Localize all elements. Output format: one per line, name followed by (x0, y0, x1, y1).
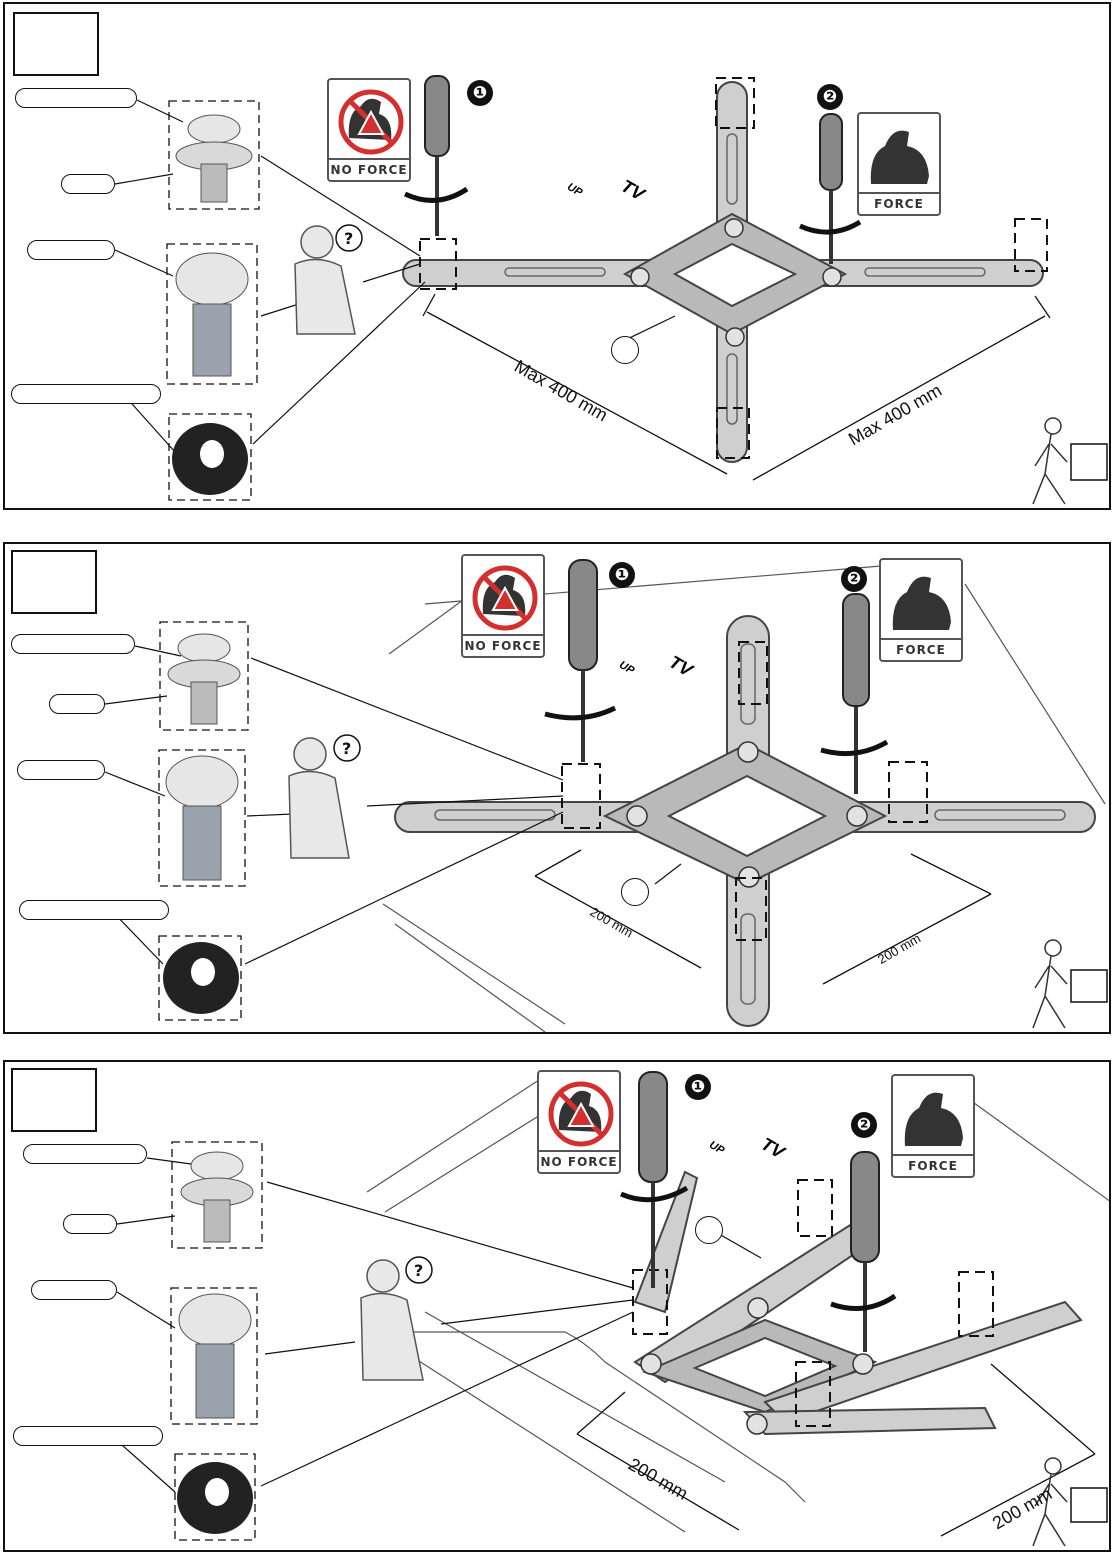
force-sign: FORCE (857, 112, 941, 216)
part-label-spacer (19, 900, 169, 920)
thinking-man-icon: ? (288, 734, 361, 859)
part-label-screw (17, 760, 105, 780)
part-label-screw (27, 240, 115, 260)
svg-text:?: ? (344, 229, 353, 248)
part-label-screw-washer (11, 634, 135, 654)
step-marker-1: ❶ (609, 562, 635, 588)
force-icon (892, 576, 951, 630)
bracket-callout (695, 1216, 723, 1244)
screw-icon (178, 1293, 252, 1419)
force-icon (904, 1092, 963, 1146)
panel-step-1: ? NO FORCE FORCE ❶ ❷ UP TV Max 400 mm Ma… (3, 2, 1111, 510)
screwdriver-icon (798, 113, 862, 264)
svg-text:?: ? (342, 739, 351, 758)
part-label-washer (63, 1214, 117, 1234)
no-force-sign: NO FORCE (461, 554, 545, 658)
wall-bracket (394, 615, 1096, 1027)
no-force-icon (338, 89, 404, 155)
step-marker-1: ❶ (467, 80, 493, 106)
no-force-icon (472, 565, 538, 631)
force-sign: FORCE (891, 1074, 975, 1178)
svg-text:?: ? (414, 1261, 423, 1280)
force-label: FORCE (893, 1154, 973, 1176)
part-label-spacer (13, 1426, 163, 1446)
force-label: FORCE (881, 638, 961, 660)
spacer-icon (163, 942, 239, 1014)
force-sign: FORCE (879, 558, 963, 662)
walking-man-icon (1032, 939, 1108, 1029)
step-number-box (11, 550, 97, 614)
step-marker-2: ❷ (851, 1112, 877, 1138)
screw-with-washer-icon (175, 114, 253, 203)
screwdriver-icon (544, 559, 617, 762)
part-label-spacer (11, 384, 161, 404)
bracket-callout (621, 878, 649, 906)
step-number-box (13, 12, 99, 76)
no-force-label: NO FORCE (539, 1150, 619, 1172)
panel-step-2: ? NO FORCE FORCE ❶ ❷ UP TV 200 mm 200 mm (3, 542, 1111, 1034)
wall-bracket (402, 81, 1044, 463)
thinking-man-icon: ? (294, 224, 363, 335)
no-force-sign: NO FORCE (537, 1070, 621, 1174)
screw-with-washer-icon (167, 633, 241, 725)
panel-3-illustration: ? (104, 1071, 1109, 1547)
screwdriver-icon (403, 75, 469, 236)
screwdriver-icon (820, 593, 889, 794)
screwdriver-icon (619, 1071, 689, 1288)
part-label-washer (61, 174, 115, 194)
panel-1-illustration: ? (114, 75, 1108, 505)
thinking-man-icon: ? (360, 1256, 433, 1381)
no-force-sign: NO FORCE (327, 78, 411, 182)
bracket-callout (611, 336, 639, 364)
force-icon (870, 130, 929, 184)
part-label-screw (31, 1280, 117, 1300)
part-label-screw-washer (15, 88, 137, 108)
screw-icon (175, 252, 249, 377)
step-marker-2: ❷ (841, 566, 867, 592)
force-label: FORCE (859, 192, 939, 214)
spacer-icon (172, 423, 248, 495)
step-marker-2: ❷ (817, 84, 843, 110)
screwdriver-icon (830, 1151, 897, 1352)
part-label-washer (49, 694, 105, 714)
no-force-icon (548, 1081, 614, 1147)
step-number-box (11, 1068, 97, 1132)
panel-step-3: ? NO FORCE FORCE ❶ ❷ UP TV 200 mm 200 mm (3, 1060, 1111, 1552)
spacer-icon (177, 1462, 253, 1534)
no-force-label: NO FORCE (463, 634, 543, 656)
no-force-label: NO FORCE (329, 158, 409, 180)
step-marker-1: ❶ (685, 1074, 711, 1100)
walking-man-icon (1032, 417, 1108, 505)
screw-icon (165, 755, 239, 881)
walking-man-icon (1032, 1457, 1108, 1547)
part-label-screw-washer (23, 1144, 147, 1164)
screw-with-washer-icon (180, 1151, 254, 1243)
